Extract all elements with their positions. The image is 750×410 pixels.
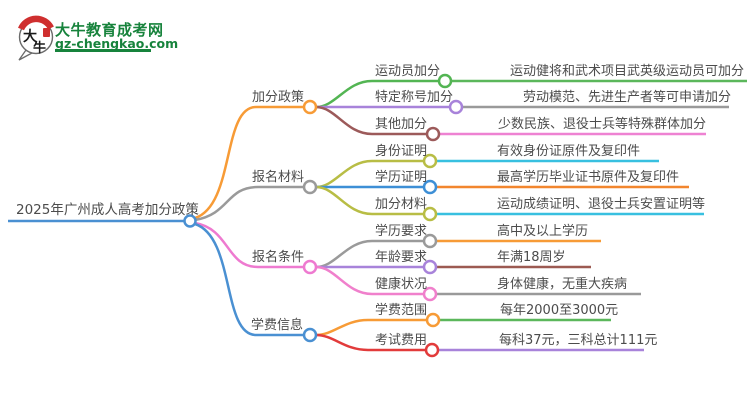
- root-node-circle: [183, 214, 197, 228]
- leaf-text-3-2: 年满18周岁: [497, 250, 566, 265]
- branch-3-circle: [302, 259, 318, 275]
- sub-circle-3-1: [422, 233, 438, 249]
- logo-red-cap: [18, 15, 54, 31]
- sub-circle-4-1: [425, 312, 441, 328]
- subtopic-label-3-3: 健康状况: [375, 277, 428, 292]
- sub-circle-1-1: [437, 73, 453, 89]
- leaf-text-2-1: 有效身份证原件及复印件: [497, 144, 641, 159]
- leaf-text-4-2: 每科37元，三科总计111元: [499, 333, 658, 348]
- leaf-text-1-2: 劳动模范、先进生产者等可申请加分: [523, 90, 732, 105]
- sub-circle-2-3: [422, 206, 438, 222]
- sub-circle-2-1: [422, 153, 438, 169]
- leaf-text-2-3: 运动成绩证明、退役士兵安置证明等: [497, 197, 706, 212]
- sub-circle-1-2: [448, 99, 464, 115]
- leaf-text-2-2: 最高学历毕业证书原件及复印件: [497, 170, 680, 185]
- branch-label-2: 报名材料: [252, 170, 305, 185]
- branch-4-circle: [302, 327, 318, 343]
- connector-branch-1: [194, 105, 304, 220]
- subtopic-label-4-2: 考试费用: [375, 333, 428, 348]
- sub-circle-4-2: [424, 342, 440, 358]
- connector-branch-4: [194, 222, 304, 337]
- subtopic-label-2-3: 加分材料: [375, 197, 428, 212]
- root-node-label: 2025年广州成人高考加分政策: [16, 202, 199, 218]
- logo-domain: gz-chengkao.com: [55, 36, 179, 51]
- logo-seal: [43, 28, 50, 37]
- sub-circle-3-3: [422, 286, 438, 302]
- logo-title: 大牛教育成考网: [55, 21, 164, 39]
- leaf-text-3-3: 身体健康，无重大疾病: [497, 277, 628, 292]
- leaf-text-3-1: 高中及以上学历: [497, 224, 589, 239]
- subtopic-label-1-3: 其他加分: [375, 117, 428, 132]
- subtopic-label-1-2: 特定称号加分: [375, 90, 454, 105]
- branch-label-3: 报名条件: [252, 250, 305, 265]
- subtopic-label-4-1: 学费范围: [375, 303, 428, 318]
- subtopic-label-2-1: 身份证明: [375, 144, 428, 159]
- logo-char-bottom: 牛: [33, 40, 46, 56]
- connector-sub-4-2: [315, 333, 426, 352]
- subtopic-label-2-2: 学历证明: [375, 170, 428, 185]
- connector-branch-3: [194, 221, 304, 269]
- subtopic-label-3-1: 学历要求: [375, 224, 428, 239]
- sub-circle-1-3: [425, 126, 441, 142]
- branch-2-circle: [302, 179, 318, 195]
- connector-sub-2-3: [315, 185, 424, 216]
- branch-label-1: 加分政策: [252, 90, 305, 105]
- connector-sub-3-3: [315, 265, 424, 296]
- logo-icon: 大 牛: [18, 15, 54, 61]
- subtopic-label-1-1: 运动员加分: [375, 64, 441, 79]
- leaf-text-1-1: 运动健将和武术项目武英级运动员可加分: [510, 64, 745, 79]
- connector-branch-2: [194, 185, 304, 222]
- subtopic-label-3-2: 年龄要求: [375, 250, 428, 265]
- branch-label-4: 学费信息: [251, 318, 304, 333]
- branch-1-circle: [302, 99, 318, 115]
- leaf-text-4-1: 每年2000至3000元: [500, 303, 619, 318]
- logo-char-top: 大: [23, 28, 37, 45]
- sub-circle-2-2: [422, 179, 438, 195]
- sub-circle-3-2: [422, 259, 438, 275]
- connector-sub-1-3: [315, 105, 427, 136]
- leaf-text-1-3: 少数民族、退役士兵等特殊群体加分: [498, 117, 707, 132]
- logo-underline: [55, 49, 151, 52]
